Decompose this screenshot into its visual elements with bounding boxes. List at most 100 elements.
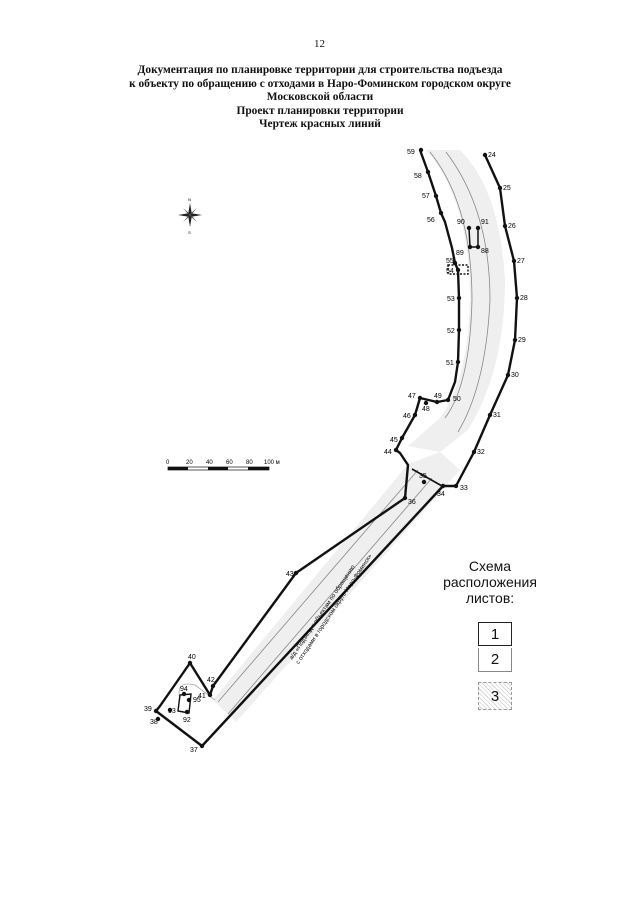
- point-label-94: 94: [180, 686, 188, 693]
- point-marker-90: [466, 225, 472, 231]
- point-label-32: 32: [477, 449, 485, 456]
- point-marker-92: [184, 709, 190, 715]
- road-edge-lower-2: [227, 477, 433, 715]
- point-label-42: 42: [207, 677, 215, 684]
- title-line-3: Московской области: [266, 91, 374, 104]
- point-marker-39: [153, 708, 159, 714]
- scheme-label-line-2: расположения: [443, 574, 537, 590]
- page-number: 12: [314, 38, 325, 50]
- road-surface-lower: [213, 452, 460, 722]
- compass-north: N: [188, 197, 191, 202]
- point-marker-54: [455, 267, 461, 273]
- sheet-3-box: 3: [478, 682, 512, 710]
- point-label-37: 37: [190, 747, 198, 754]
- compass-rose-icon: N S: [178, 197, 202, 235]
- point-label-93: 93: [168, 708, 176, 715]
- point-label-52: 52: [447, 328, 455, 335]
- point-label-30: 30: [511, 372, 519, 379]
- point-label-50: 50: [453, 396, 461, 403]
- document-title: Документация по планировке территории дл…: [40, 64, 600, 132]
- title-line-1: Документация по планировке территории дл…: [137, 64, 503, 76]
- point-label-53: 53: [447, 296, 455, 303]
- point-marker-44: [393, 447, 399, 453]
- point-marker-53: [456, 295, 462, 301]
- point-marker-34: [440, 483, 446, 489]
- point-marker-49: [434, 399, 440, 405]
- point-marker-95: [186, 697, 192, 703]
- point-label-27: 27: [517, 258, 525, 265]
- sheet-scheme-label: Схема расположения листов:: [430, 558, 550, 606]
- point-marker-91: [475, 225, 481, 231]
- point-label-38: 38: [150, 719, 158, 726]
- point-marker-24: [482, 152, 488, 158]
- point-label-54: 54: [446, 268, 454, 275]
- point-marker-33: [453, 483, 459, 489]
- scale-label: 60: [226, 460, 233, 466]
- point-label-45: 45: [390, 437, 398, 444]
- point-marker-58: [425, 169, 431, 175]
- point-marker-38: [155, 716, 161, 722]
- road-edge-inner-2: [445, 151, 491, 433]
- point-marker-50: [445, 397, 451, 403]
- point-marker-93: [167, 707, 173, 713]
- structure-92-95: [177, 693, 192, 714]
- point-label-40: 40: [188, 654, 196, 661]
- road-edge-inner: [429, 151, 473, 419]
- boundary-segment-33-35: [411, 468, 443, 487]
- point-marker-42: [210, 683, 216, 689]
- point-label-59: 59: [407, 149, 415, 156]
- point-label-56: 56: [427, 217, 435, 224]
- point-marker-25: [497, 185, 503, 191]
- sheet-1-box: 1: [478, 622, 512, 646]
- point-label-28: 28: [520, 295, 528, 302]
- point-marker-37: [199, 743, 205, 749]
- compass-south: S: [188, 230, 191, 235]
- point-label-25: 25: [503, 185, 511, 192]
- point-label-89: 89: [456, 250, 464, 257]
- title-line-2: к объекту по обращению с отходами в Наро…: [129, 77, 511, 90]
- point-label-51: 51: [446, 360, 454, 367]
- point-marker-88: [475, 244, 481, 250]
- point-label-39: 39: [144, 706, 152, 713]
- point-label-35: 35: [419, 473, 427, 480]
- point-label-57: 57: [422, 193, 430, 200]
- point-marker-51: [455, 359, 461, 365]
- point-marker-56: [438, 210, 444, 216]
- scale-label: 40: [206, 460, 213, 466]
- scheme-label-line-1: Схема: [468, 558, 512, 574]
- point-marker-94: [181, 691, 187, 697]
- point-marker-55: [452, 260, 458, 266]
- point-marker-26: [502, 223, 508, 229]
- point-label-91: 91: [481, 219, 489, 226]
- point-label-29: 29: [518, 337, 526, 344]
- point-label-48: 48: [422, 406, 430, 413]
- point-label-44: 44: [384, 449, 392, 456]
- sheet-2-box: 2: [478, 648, 512, 672]
- point-label-26: 26: [508, 223, 516, 230]
- road-edge-lower-1: [217, 469, 419, 703]
- red-line-boundary: [154, 149, 519, 748]
- point-label-95: 95: [193, 697, 201, 704]
- scheme-label-line-3: листов:: [465, 590, 515, 606]
- point-marker-27: [511, 258, 517, 264]
- point-marker-48: [423, 400, 429, 406]
- scale-label: 80: [246, 460, 253, 466]
- point-marker-57: [433, 193, 439, 199]
- point-label-49: 49: [434, 393, 442, 400]
- point-marker-46: [412, 412, 418, 418]
- structure-88-91: [468, 227, 479, 248]
- scale-label: 0: [166, 460, 170, 466]
- point-label-36: 36: [408, 499, 416, 506]
- scale-label: 20: [186, 460, 193, 466]
- point-marker-31: [487, 412, 493, 418]
- point-label-43: 43: [286, 571, 294, 578]
- point-marker-35: [421, 479, 427, 485]
- point-marker-89: [467, 244, 473, 250]
- point-marker-43: [293, 570, 299, 576]
- point-label-41: 41: [198, 693, 206, 700]
- point-label-34: 34: [437, 491, 445, 498]
- point-label-24: 24: [488, 152, 496, 159]
